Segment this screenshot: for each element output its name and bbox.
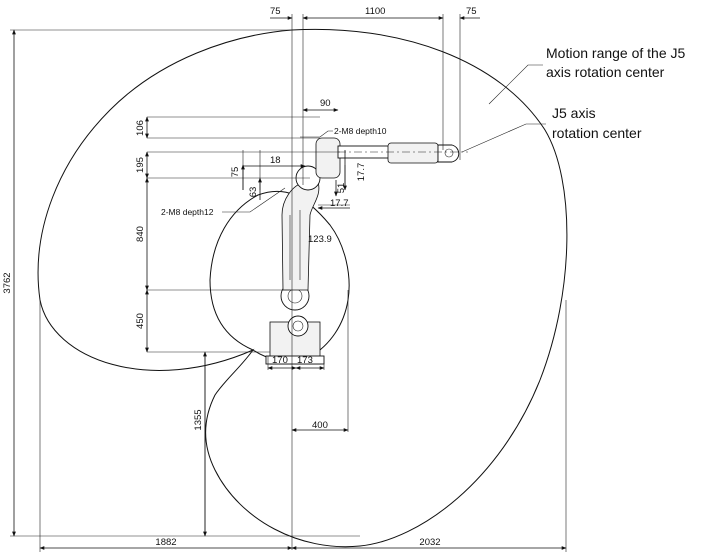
dim-170: 170 xyxy=(272,355,288,366)
wrist-housing xyxy=(387,142,439,164)
dim-1882: 1882 xyxy=(155,537,176,548)
callout-j5-center-line1: J5 axis xyxy=(552,105,596,121)
dim-17-7-horizontal: 17.7 xyxy=(330,198,349,209)
upper-arm-housing xyxy=(315,137,341,179)
j1-motor xyxy=(287,315,309,337)
dim-17-7-vertical: 17.7 xyxy=(356,163,367,182)
dim-840: 840 xyxy=(135,226,146,242)
leader-lines xyxy=(222,64,546,213)
callout-j5-center-line2: rotation center xyxy=(552,125,642,141)
note-m8-depth10: 2-M8 depth10 xyxy=(334,126,387,136)
dim-3762: 3762 xyxy=(2,272,13,293)
hole-notes: 2-M8 depth10 2-M8 depth12 xyxy=(161,126,387,217)
dim-51: 51 xyxy=(336,183,347,194)
robot-side-view xyxy=(265,137,468,365)
dim-63: 63 xyxy=(248,187,259,198)
dim-18: 18 xyxy=(270,155,281,166)
dim-1355: 1355 xyxy=(193,409,204,430)
dim-75-small: 75 xyxy=(230,167,241,178)
dim-450: 450 xyxy=(135,313,146,329)
note-m8-depth12: 2-M8 depth12 xyxy=(161,207,214,217)
dim-2032: 2032 xyxy=(419,537,440,548)
dim-195: 195 xyxy=(135,157,146,173)
callout-motion-range-line1: Motion range of the J5 xyxy=(546,45,686,61)
j1-motor-inner xyxy=(292,320,304,332)
dim-1100: 1100 xyxy=(365,6,385,17)
dim-106: 106 xyxy=(135,120,146,136)
dim-173: 173 xyxy=(297,355,313,366)
callouts: Motion range of the J5 axis rotation cen… xyxy=(546,45,686,141)
dim-90: 90 xyxy=(320,98,331,109)
dimension-lines xyxy=(12,16,567,550)
dimension-labels: 75 1100 75 90 106 195 18 75 63 17.7 51 1… xyxy=(2,6,477,548)
dim-75-top-right: 75 xyxy=(466,6,477,17)
dim-75-top-left: 75 xyxy=(270,6,281,17)
dim-123-9: 123.9 xyxy=(308,234,332,245)
callout-motion-range-line2: axis rotation center xyxy=(546,64,665,80)
wrist-flange xyxy=(437,144,460,163)
dim-400: 400 xyxy=(312,420,328,431)
lower-arm-detail xyxy=(289,210,301,280)
j5-center-mark xyxy=(444,148,454,158)
outer-envelope-curve xyxy=(37,28,568,548)
